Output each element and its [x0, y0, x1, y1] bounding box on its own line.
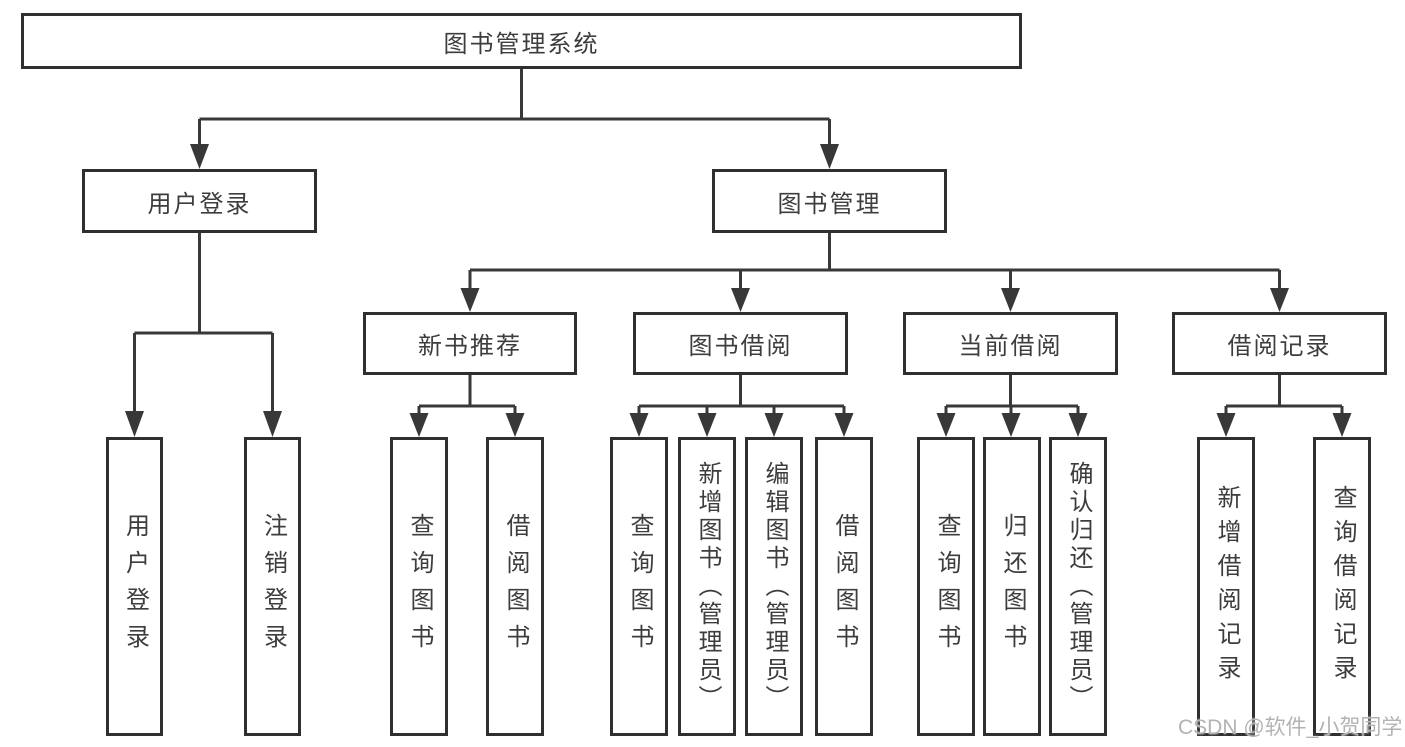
node-book-borrow: 图书借阅	[633, 312, 848, 375]
leaf-newrec-query-book-label: 查询图书	[406, 512, 433, 661]
leaf-record-add-record: 新增借阅记录	[1197, 437, 1255, 736]
leaf-current-return-book-label: 归还图书	[999, 512, 1026, 661]
node-root-label: 图书管理系统	[443, 30, 600, 58]
leaf-logout-label: 注销登录	[259, 512, 287, 661]
leaf-borrow-add-book-label: 新增图书（管理员）	[694, 460, 721, 713]
connector-book-borrow-to-leaves	[629, 375, 854, 437]
leaf-record-query-record: 查询借阅记录	[1313, 437, 1371, 736]
node-new-book-recommend-label: 新书推荐	[418, 333, 522, 360]
leaf-borrow-add-book: 新增图书（管理员）	[678, 437, 736, 736]
leaf-borrow-borrow-book-label: 借阅图书	[831, 512, 858, 661]
node-book-management: 图书管理	[712, 169, 947, 233]
node-new-book-recommend: 新书推荐	[363, 312, 577, 375]
leaf-newrec-borrow-book: 借阅图书	[486, 437, 544, 736]
connector-user-login-to-leaves	[125, 233, 282, 437]
leaf-borrow-edit-book-label: 编辑图书（管理员）	[761, 460, 788, 713]
connector-borrow-record-to-leaves	[1216, 375, 1352, 437]
node-user-login: 用户登录	[82, 169, 317, 233]
leaf-current-query-book-label: 查询图书	[933, 512, 960, 661]
connector-new-rec-to-leaves	[409, 375, 525, 437]
connector-root-to-level2	[190, 69, 839, 169]
node-borrow-record: 借阅记录	[1172, 312, 1387, 375]
leaf-user-login: 用户登录	[106, 437, 163, 736]
node-current-borrow-label: 当前借阅	[958, 333, 1063, 360]
node-root: 图书管理系统	[21, 13, 1022, 69]
node-current-borrow: 当前借阅	[903, 312, 1118, 375]
leaf-borrow-borrow-book: 借阅图书	[815, 437, 873, 736]
node-borrow-record-label: 借阅记录	[1227, 333, 1332, 360]
connector-book-mgmt-to-level3	[460, 233, 1289, 312]
leaf-user-login-label: 用户登录	[121, 512, 149, 661]
watermark: CSDN @软件_小贺同学	[1178, 716, 1403, 739]
leaf-record-query-record-label: 查询借阅记录	[1329, 484, 1356, 689]
node-book-borrow-label: 图书借阅	[688, 333, 793, 360]
leaf-newrec-borrow-book-label: 借阅图书	[502, 512, 529, 661]
leaf-logout: 注销登录	[244, 437, 301, 736]
connector-current-borrow-to-leaves	[936, 375, 1088, 437]
leaf-current-query-book: 查询图书	[917, 437, 975, 736]
leaf-current-return-book: 归还图书	[983, 437, 1041, 736]
node-user-login-label: 用户登录	[147, 190, 252, 218]
leaf-current-confirm-return: 确认归还（管理员）	[1049, 437, 1107, 736]
leaf-current-confirm-return-label: 确认归还（管理员）	[1065, 460, 1092, 713]
leaf-borrow-edit-book: 编辑图书（管理员）	[745, 437, 803, 736]
node-book-management-label: 图书管理	[777, 190, 882, 218]
leaf-record-add-record-label: 新增借阅记录	[1213, 484, 1240, 689]
leaf-newrec-query-book: 查询图书	[390, 437, 448, 736]
leaf-borrow-query-book: 查询图书	[610, 437, 668, 736]
leaf-borrow-query-book-label: 查询图书	[626, 512, 653, 661]
